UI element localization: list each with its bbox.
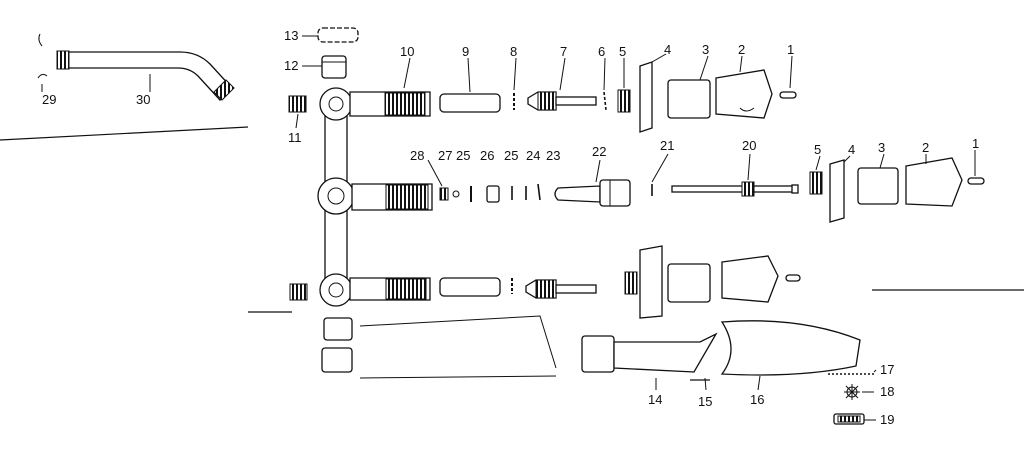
ring-part-23 bbox=[537, 183, 541, 201]
label-14: 14 bbox=[648, 392, 662, 407]
divider-line-left bbox=[0, 126, 249, 141]
label-17: 17 bbox=[880, 362, 894, 377]
stem-part-20 bbox=[671, 181, 799, 197]
stem-part-7 bbox=[525, 91, 597, 299]
seat-part-26 bbox=[486, 185, 500, 203]
spout-part-30 bbox=[56, 50, 235, 101]
label-7: 7 bbox=[560, 44, 567, 59]
label-27: 27 bbox=[438, 148, 452, 163]
tub-spout-part-16 bbox=[720, 320, 861, 376]
nut-part-12 bbox=[321, 55, 347, 79]
label-13: 13 bbox=[284, 28, 298, 43]
leader-lines bbox=[41, 35, 976, 421]
label-23: 23 bbox=[546, 148, 560, 163]
label-22: 22 bbox=[592, 144, 606, 159]
part-labels: 1 2 3 4 5 6 7 8 9 10 11 12 13 14 15 16 1… bbox=[42, 28, 979, 427]
label-20: 20 bbox=[742, 138, 756, 153]
sleeve-part-9 bbox=[439, 93, 501, 297]
tub-spout-part-14 bbox=[581, 332, 718, 373]
label-2: 2 bbox=[738, 42, 745, 57]
label-30: 30 bbox=[136, 92, 150, 107]
label-4b: 4 bbox=[848, 142, 855, 157]
label-25a: 25 bbox=[504, 148, 518, 163]
spring-part-27 bbox=[452, 190, 460, 198]
label-29: 29 bbox=[42, 92, 56, 107]
label-3b: 3 bbox=[878, 140, 885, 155]
label-5b: 5 bbox=[814, 142, 821, 157]
label-11: 11 bbox=[288, 130, 302, 145]
label-2b: 2 bbox=[922, 140, 929, 155]
label-21: 21 bbox=[660, 138, 674, 153]
label-19: 19 bbox=[880, 412, 894, 427]
label-25b: 25 bbox=[456, 148, 470, 163]
seat-part-28 bbox=[439, 187, 449, 201]
label-28: 28 bbox=[410, 148, 424, 163]
label-26: 26 bbox=[480, 148, 494, 163]
label-3: 3 bbox=[702, 42, 709, 57]
label-4: 4 bbox=[664, 42, 671, 57]
label-16: 16 bbox=[750, 392, 764, 407]
label-18: 18 bbox=[880, 384, 894, 399]
label-9: 9 bbox=[462, 44, 469, 59]
cap-part-13 bbox=[317, 27, 359, 43]
pipe-outline bbox=[321, 315, 557, 379]
cap-part-19 bbox=[833, 413, 865, 425]
label-10: 10 bbox=[400, 44, 414, 59]
handle-part-2 bbox=[715, 69, 963, 303]
label-1b: 1 bbox=[972, 136, 979, 151]
washer-part-6 bbox=[603, 91, 607, 111]
label-5: 5 bbox=[619, 44, 626, 59]
sleeve-part-3 bbox=[667, 79, 899, 303]
label-6: 6 bbox=[598, 44, 605, 59]
fitting-part-11 bbox=[288, 95, 308, 301]
label-24: 24 bbox=[526, 148, 540, 163]
label-15: 15 bbox=[698, 394, 712, 409]
label-12: 12 bbox=[284, 58, 298, 73]
nut-part-5 bbox=[617, 89, 823, 295]
screw-part-1 bbox=[779, 91, 985, 282]
clip-ring-part-29 bbox=[37, 33, 48, 79]
valve-body bbox=[317, 87, 433, 307]
escutcheon-part-4 bbox=[639, 61, 845, 319]
aerator-part-18 bbox=[844, 384, 860, 400]
cartridge-part-22 bbox=[554, 179, 631, 207]
label-1: 1 bbox=[787, 42, 794, 57]
o-ring-part-8 bbox=[511, 93, 515, 294]
label-8: 8 bbox=[510, 44, 517, 59]
